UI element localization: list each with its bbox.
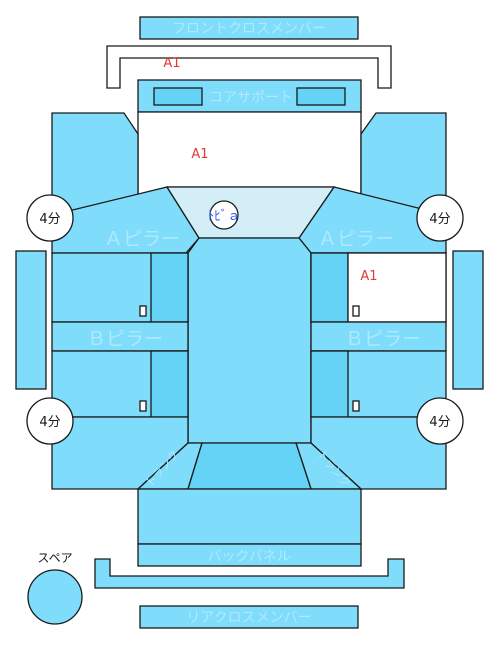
right-front-door-handle[interactable] xyxy=(352,305,360,317)
left-a-pillar-label: Ａピラー xyxy=(104,228,180,250)
spare-tire-label: スペア xyxy=(37,551,72,565)
left-rear-door-window[interactable] xyxy=(150,350,189,418)
front-right-tire[interactable] xyxy=(416,194,464,242)
front-cross-member-damage-mark: A1 xyxy=(163,56,180,71)
right-front-door-window[interactable] xyxy=(310,252,349,323)
front-left-tire-label: 4分 xyxy=(39,212,60,227)
left-rear-door-handle[interactable] xyxy=(139,400,147,412)
right-b-pillar-label: Ｂピラー xyxy=(345,328,421,350)
right-front-door-part[interactable] xyxy=(347,252,447,323)
roof-part[interactable] xyxy=(187,237,312,444)
right-side-sill-part[interactable] xyxy=(452,250,484,390)
left-a-pillar-part[interactable] xyxy=(51,186,200,254)
rear-window-part[interactable] xyxy=(187,442,312,490)
right-rear-door-window[interactable] xyxy=(310,350,349,418)
rear-cross-member-part[interactable] xyxy=(139,605,359,629)
roof-marker-label: ﾄﾋﾞａ xyxy=(208,209,241,224)
left-side-sill-part[interactable] xyxy=(15,250,47,390)
front-cross-member-label: フロントクロスメンバー xyxy=(172,21,326,37)
rear-bumper-part[interactable] xyxy=(94,558,405,589)
front-cross-member-part[interactable] xyxy=(139,16,359,40)
core-support-label: コアサポート xyxy=(209,90,293,106)
rear-cross-member-label: リアクロスメンバー xyxy=(186,610,311,626)
right-rear-door-handle[interactable] xyxy=(352,400,360,412)
right-a-pillar-label: Ａピラー xyxy=(318,228,394,250)
trunk-lid-part[interactable] xyxy=(137,488,362,545)
front-left-tire[interactable] xyxy=(26,194,74,242)
right-front-door-damage-mark: A1 xyxy=(360,269,377,284)
front-bumper-part[interactable] xyxy=(106,45,392,89)
headlight-left[interactable] xyxy=(153,87,203,106)
spare-tire[interactable] xyxy=(27,569,83,625)
left-b-pillar-label: Ｂピラー xyxy=(87,328,163,350)
left-front-door-window[interactable] xyxy=(150,252,189,323)
rear-left-tire[interactable] xyxy=(26,397,74,445)
rear-right-tire-label: 4分 xyxy=(429,415,450,430)
front-right-tire-label: 4分 xyxy=(429,212,450,227)
hood-damage-mark: A1 xyxy=(191,147,208,162)
rear-right-tire[interactable] xyxy=(416,397,464,445)
back-panel-label: バックパネル xyxy=(207,549,290,565)
roof-marker-circle[interactable] xyxy=(209,200,239,230)
rear-left-tire-label: 4分 xyxy=(39,415,60,430)
headlight-right[interactable] xyxy=(296,87,346,106)
left-b-pillar-part[interactable] xyxy=(51,321,189,352)
back-panel-part[interactable] xyxy=(137,543,362,567)
left-front-door-handle[interactable] xyxy=(139,305,147,317)
